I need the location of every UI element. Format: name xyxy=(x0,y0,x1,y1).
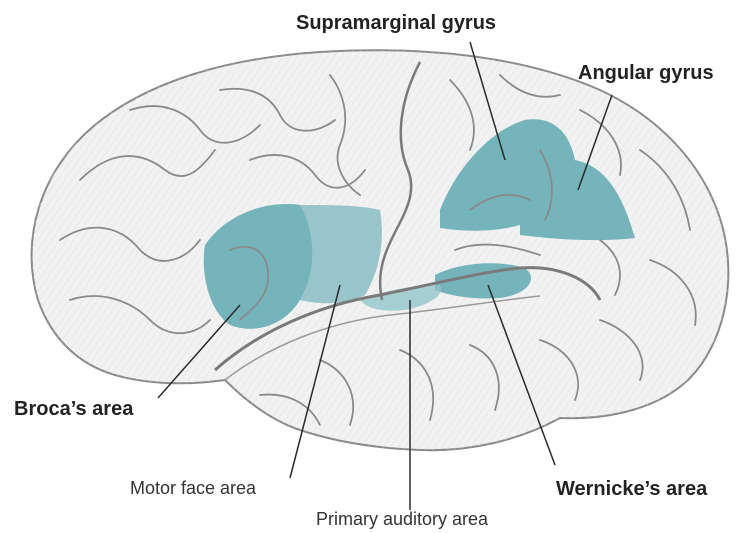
motor-face-area-label: Motor face area xyxy=(130,478,256,499)
angular-gyrus-label: Angular gyrus xyxy=(578,62,714,85)
primary-auditory-area-label: Primary auditory area xyxy=(316,509,488,530)
supramarginal-gyrus-label: Supramarginal gyrus xyxy=(296,12,496,35)
brocas-area-label: Broca’s area xyxy=(14,398,133,421)
brain-lateral-view-icon xyxy=(32,50,729,450)
wernickes-area-label: Wernicke’s area xyxy=(556,478,707,501)
